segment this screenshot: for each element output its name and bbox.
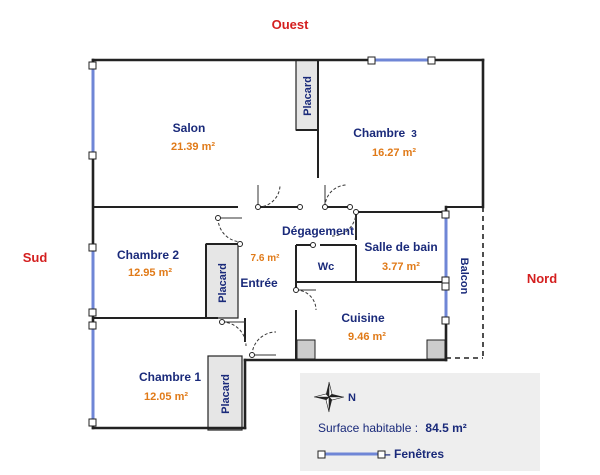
room-chambre2-area: 12.95 m² (128, 267, 172, 279)
room-chambre3-area: 16.27 m² (372, 147, 416, 159)
room-sdb-name: Salle de bain (364, 240, 437, 254)
window-ends (88, 56, 450, 427)
compass-west-label: Ouest (272, 17, 310, 32)
legend-fenetres-label: – Fenêtres (384, 447, 444, 461)
compass-north-label: Nord (527, 271, 557, 286)
placard-label-1: Placard (302, 76, 314, 116)
interior-walls (93, 60, 483, 360)
room-wc-name: Wc (318, 261, 335, 273)
balcon-label: Balcon (458, 258, 470, 295)
room-salon-name: Salon (173, 121, 206, 135)
compass-rose-icon (313, 381, 345, 413)
doors (217, 184, 357, 356)
placard-label-3: Placard (220, 374, 232, 414)
compass-needle-label: N (348, 392, 356, 404)
room-degagement-name: Dégagement (282, 224, 354, 238)
room-entree-area: 7.6 m² (251, 253, 281, 264)
compass-south-label: Sud (23, 250, 48, 265)
room-chambre1-name: Chambre 1 (139, 370, 201, 384)
room-salon-area: 21.39 m² (171, 141, 215, 153)
cuisine-block-left (296, 339, 316, 360)
windows (91, 58, 448, 422)
room-cuisine-name: Cuisine (341, 311, 385, 325)
placard-label-2: Placard (217, 263, 229, 303)
placard-chambre1-box (207, 355, 243, 431)
placard-entree-box (205, 243, 239, 319)
room-cuisine-area: 9.46 m² (348, 331, 386, 343)
room-chambre1-area: 12.05 m² (144, 391, 188, 403)
room-chambre2-name: Chambre 2 (117, 248, 179, 262)
legend-surface: Surface habitable : 84.5 m² (318, 421, 467, 435)
door-hinges (215, 204, 359, 358)
cuisine-block-right (426, 339, 446, 360)
room-sdb-area: 3.77 m² (382, 261, 420, 273)
balcon-outline (446, 207, 484, 359)
room-entree-name: Entrée (240, 276, 278, 290)
legend-window-icon (317, 450, 386, 459)
